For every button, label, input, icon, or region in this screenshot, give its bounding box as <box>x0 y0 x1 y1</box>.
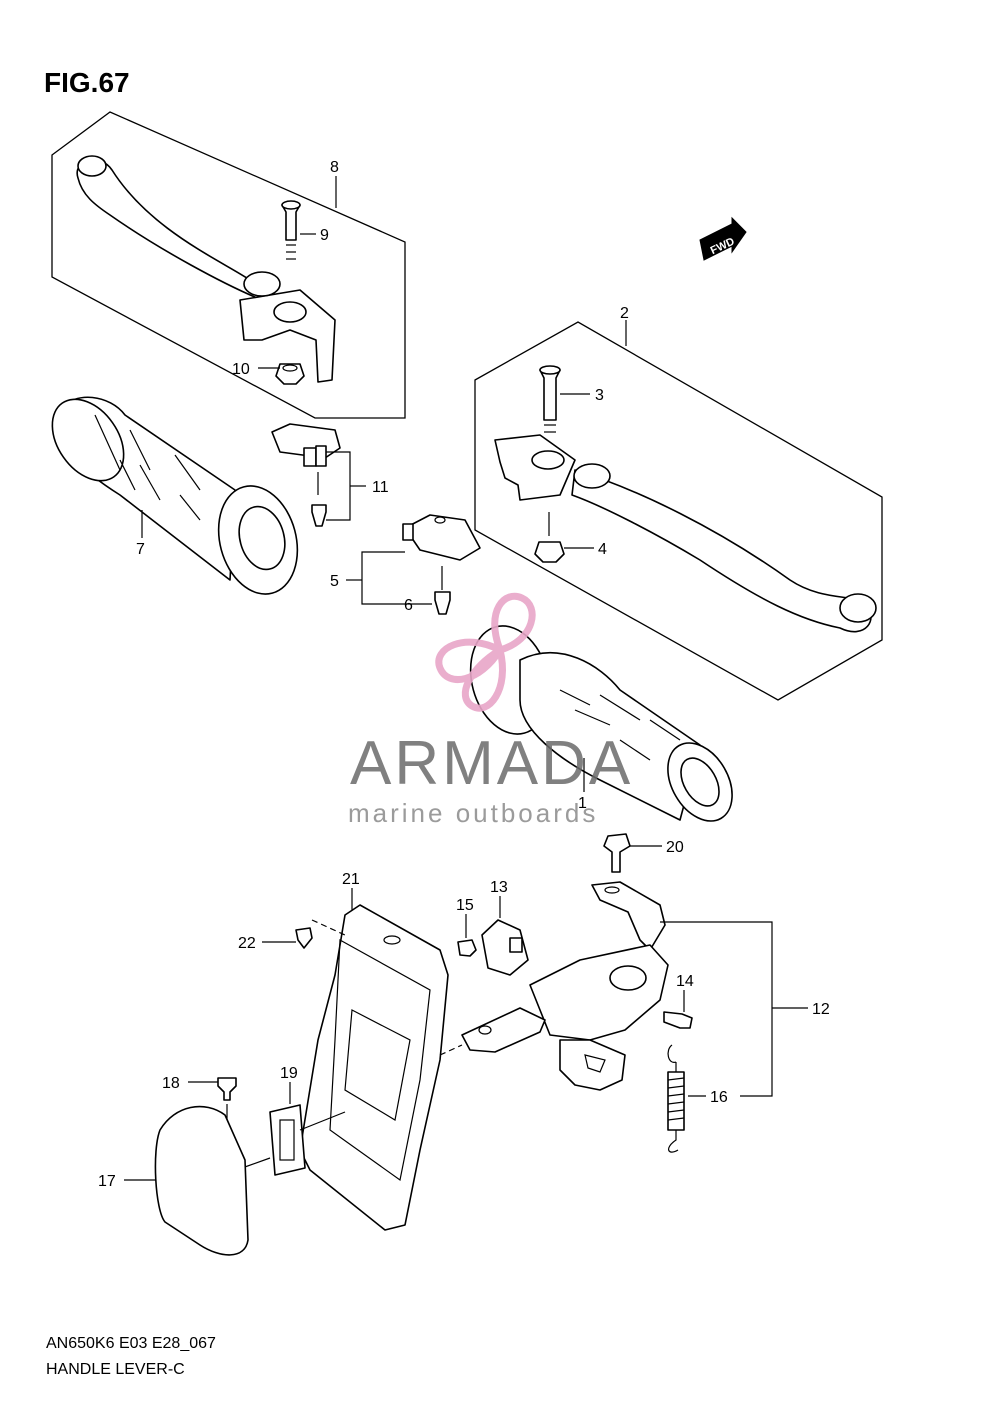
lock-latch-12 <box>559 1039 626 1091</box>
lid-17 <box>154 1105 249 1256</box>
grip-end-bore-1 <box>680 757 720 807</box>
brake-lever-left <box>76 159 263 301</box>
callout-8: 8 <box>330 159 339 176</box>
grip-end-7 <box>51 398 125 482</box>
pivot-hole-right <box>531 450 565 470</box>
left-grip <box>51 396 299 595</box>
switch-11-group <box>271 423 366 527</box>
screw-22 <box>295 927 313 949</box>
holder-21-recess <box>329 939 431 1182</box>
spring-16-hook-top <box>667 1044 677 1072</box>
callout-6: 6 <box>404 597 413 614</box>
lever-ball-end <box>77 155 107 177</box>
lock-body-12 <box>529 944 669 1041</box>
nut-10 <box>275 363 305 385</box>
switch-13 <box>481 919 529 976</box>
adjuster-knob <box>243 271 281 297</box>
lock-mechanism-assembly <box>439 881 808 1153</box>
switch-13-terminal <box>509 937 523 953</box>
screw-6 <box>434 591 451 615</box>
lever-ball-end-right <box>839 593 877 623</box>
lever-pivot-body-right <box>494 434 576 501</box>
callout-21: 21 <box>342 871 360 888</box>
callout-9: 9 <box>320 227 329 244</box>
switch-5 <box>404 514 481 561</box>
holder-21 <box>299 904 449 1231</box>
callout-17: 17 <box>98 1173 116 1190</box>
assembly-box-2 <box>474 321 883 701</box>
callout-19: 19 <box>280 1065 298 1082</box>
figure-title: FIG.67 <box>44 67 130 98</box>
bracket-5 <box>361 551 432 605</box>
callout-12: 12 <box>812 1001 830 1018</box>
lower-holder-assembly <box>124 888 449 1256</box>
grommet-19 <box>269 1104 306 1176</box>
watermark-tagline: marine outboards <box>348 798 598 828</box>
assembly-box-8 <box>51 111 406 419</box>
bolt-20 <box>603 833 631 873</box>
spring-16 <box>667 1071 685 1131</box>
switch-5-terminal <box>402 523 414 541</box>
spring-16-hook-bottom <box>668 1130 679 1153</box>
switch-11-terminal <box>303 447 317 467</box>
armada-logo <box>435 592 536 712</box>
callout-13: 13 <box>490 879 508 896</box>
bolt-9-head <box>281 200 301 210</box>
callout-3: 3 <box>595 387 604 404</box>
switch-11-terminal-2 <box>315 445 327 467</box>
bolt-3 <box>539 369 561 421</box>
adjuster-knob-right <box>573 463 611 489</box>
bolt-20-group <box>603 833 662 873</box>
grip-body-1 <box>519 651 701 821</box>
screw-14 <box>663 1011 693 1029</box>
callout-18: 18 <box>162 1075 180 1092</box>
bracket-11 <box>326 451 351 521</box>
left-lever-assembly <box>51 111 406 419</box>
screw-18 <box>217 1077 237 1101</box>
armada-watermark: ARMADA marine outboards <box>348 592 633 828</box>
callout-1: 1 <box>578 795 587 812</box>
callout-16: 16 <box>710 1089 728 1106</box>
screw-11 <box>311 504 327 527</box>
callout-22: 22 <box>238 935 256 952</box>
callout-11: 11 <box>372 479 389 496</box>
lock-arm-12 <box>461 1007 546 1053</box>
nut-4 <box>534 541 565 563</box>
lever-pivot-body <box>239 289 336 383</box>
callout-labels: 1 2 3 4 5 6 7 8 9 10 11 12 13 14 15 16 1… <box>98 159 830 1190</box>
bolt-3-head <box>539 365 561 375</box>
diagram-caption: HANDLE LEVER-C <box>46 1361 185 1378</box>
right-lever-assembly <box>474 320 883 701</box>
callout-20: 20 <box>666 839 684 856</box>
lock-cam-12 <box>609 965 647 991</box>
callout-4: 4 <box>598 541 607 558</box>
callout-5: 5 <box>330 573 339 590</box>
bolt-9 <box>281 204 301 241</box>
model-code: AN650K6 E03 E28_067 <box>46 1335 216 1352</box>
fwd-direction-marker: FWD <box>699 216 747 261</box>
bracket-12-top <box>591 881 666 951</box>
callout-15: 15 <box>456 897 474 914</box>
pivot-hole <box>273 301 307 323</box>
callout-10: 10 <box>232 361 250 378</box>
switch-5-group <box>346 514 481 615</box>
callout-2: 2 <box>620 305 629 322</box>
callout-7: 7 <box>136 541 145 558</box>
callout-14: 14 <box>676 973 694 990</box>
bracket-leader-12 <box>660 921 773 1097</box>
nut-15 <box>457 939 477 957</box>
grip-bore-7 <box>238 505 286 571</box>
brake-lever-right <box>571 469 872 633</box>
watermark-brand: ARMADA <box>350 729 633 798</box>
